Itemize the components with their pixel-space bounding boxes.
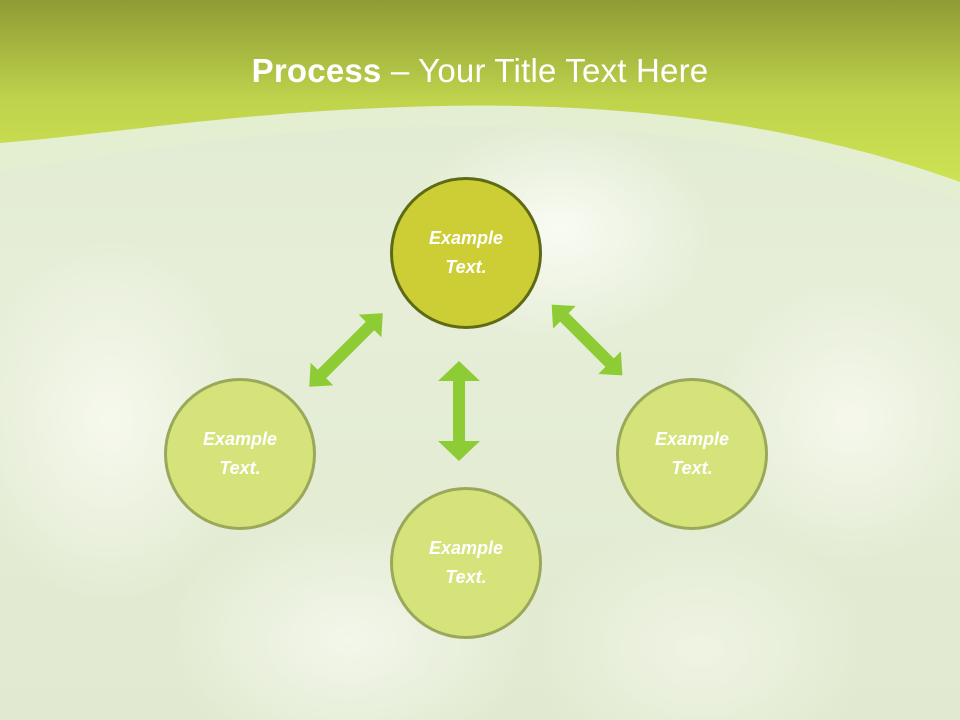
header-band — [0, 0, 960, 200]
step-left-label: Example Text. — [202, 429, 278, 478]
step-top-label: Example Text. — [428, 228, 504, 277]
step-bottom-label: Example Text. — [428, 538, 504, 587]
process-step-right: Example Text. — [616, 378, 768, 530]
slide-title: Process – Your Title Text Here — [0, 52, 960, 90]
double-arrow-left-icon — [309, 313, 383, 387]
double-arrow-right-icon — [551, 304, 623, 376]
double-arrow-vertical-icon — [438, 361, 480, 461]
title-bold: Process — [251, 52, 382, 89]
process-step-top: Example Text. — [390, 177, 542, 329]
process-step-left: Example Text. — [164, 378, 316, 530]
process-step-bottom: Example Text. — [390, 487, 542, 639]
step-right-label: Example Text. — [654, 429, 730, 478]
title-rest: – Your Title Text Here — [381, 52, 709, 89]
